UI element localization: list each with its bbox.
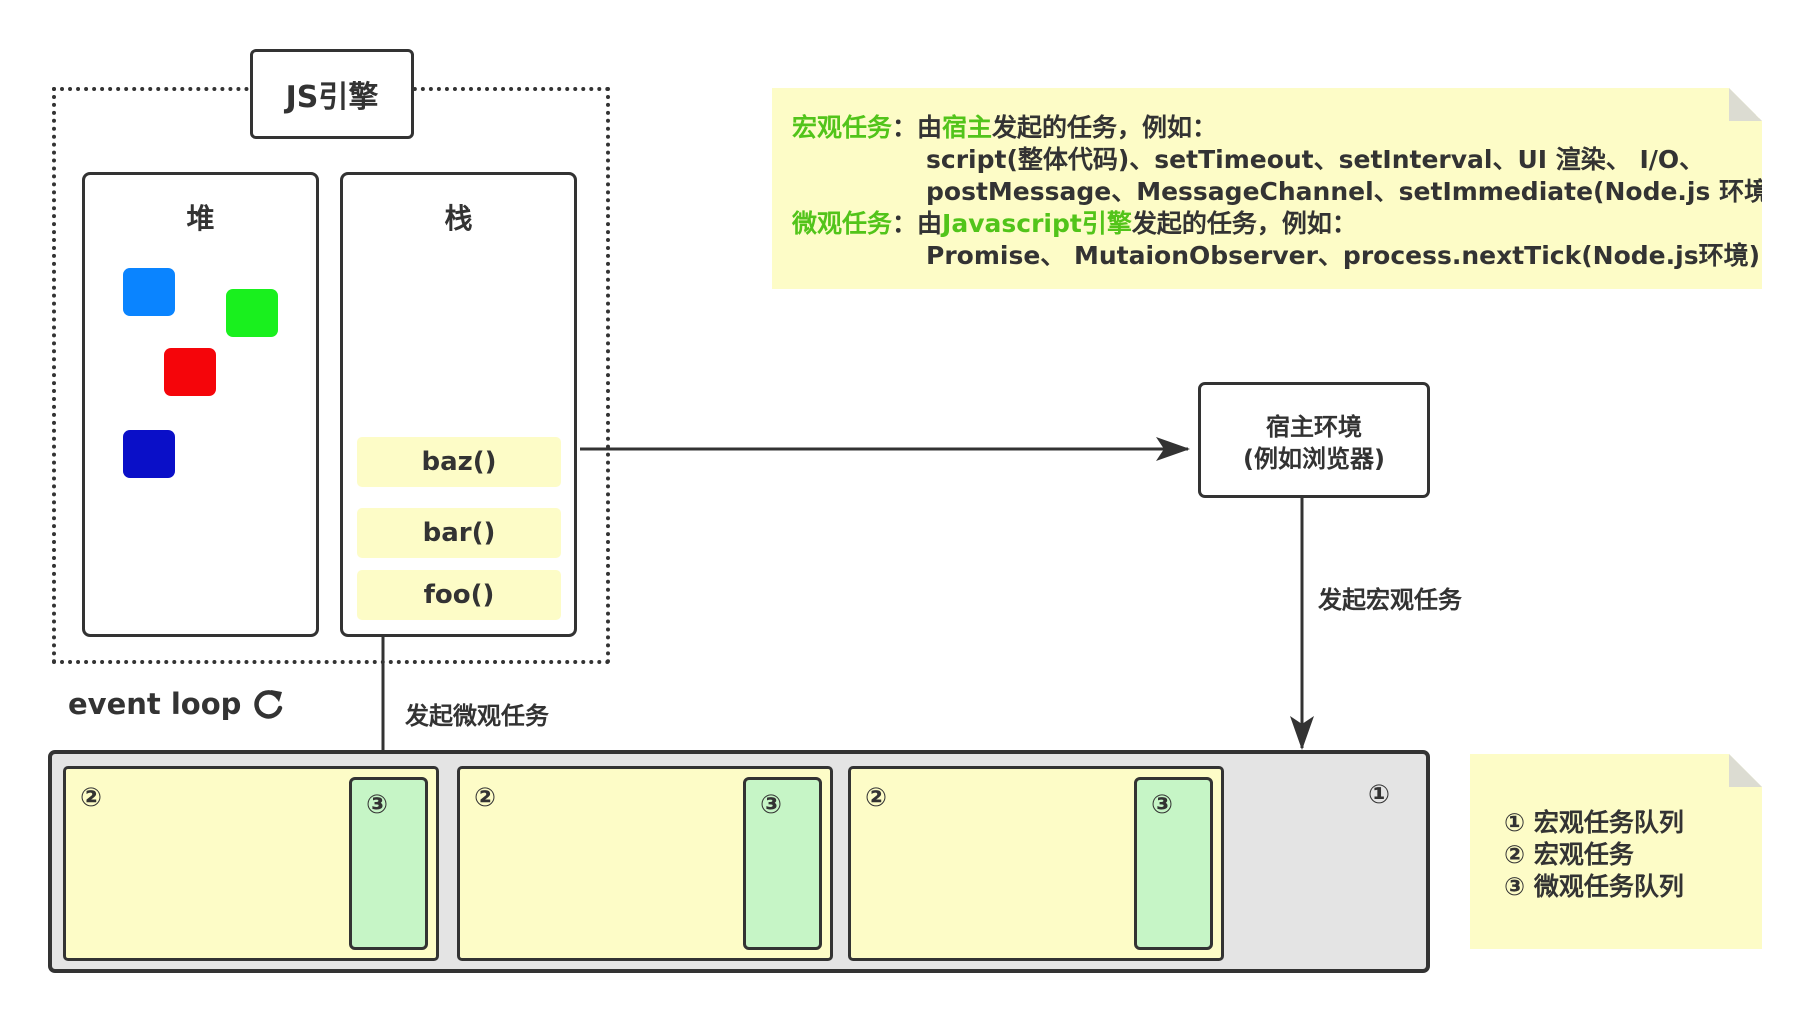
event-loop-label: event loop [68,686,287,722]
macro-task-arrow-label: 发起宏观任务 [1318,586,1462,614]
macro-task-marker: ② [865,783,888,813]
micro-task-arrow-label: 发起微观任务 [405,702,549,730]
micro-task-queue-1: ③ [349,777,428,950]
macro-task-marker: ② [80,783,103,813]
stack-title: 栈 [444,202,473,235]
micro-task-queue-2: ③ [743,777,822,950]
legend-note: ① 宏观任务队列 ② 宏观任务 ③ 微观任务队列 [1470,754,1762,949]
legend-item-macro-queue: ① 宏观任务队列 [1504,808,1684,837]
queue-marker: ① [1368,780,1391,810]
heap-panel: 堆 [82,172,319,637]
macro-colon: ：由 [892,113,943,142]
micro-task-heading: 微观任务 [792,209,893,238]
host-title: 宿主环境 [1266,413,1362,441]
macro-rest: 发起的任务，例如： [992,113,1218,142]
stack-frame-bar: bar() [357,508,561,558]
macro-task-marker: ② [474,783,497,813]
refresh-icon [254,690,283,719]
micro-rest: 发起的任务，例如： [1131,209,1357,238]
engine-highlight: Javascript引擎 [942,209,1132,238]
host-environment-box: 宿主环境 (例如浏览器) [1198,382,1430,498]
macro-task-2: ② ③ [457,766,833,961]
macro-task-examples-1: script(整体代码)、setTimeout、setInterval、UI 渲… [926,145,1705,174]
micro-queue-marker: ③ [1151,790,1174,820]
stack-frame-foo: foo() [357,570,561,620]
legend-item-micro-queue: ③ 微观任务队列 [1504,872,1684,901]
heap-title: 堆 [186,202,215,235]
host-subtitle: (例如浏览器) [1243,445,1385,473]
task-description-note: 宏观任务：由宿主发起的任务，例如： script(整体代码)、setTimeou… [772,88,1762,289]
micro-colon: ：由 [892,209,943,238]
micro-queue-marker: ③ [760,790,783,820]
macro-task-1: ② ③ [63,766,439,961]
macro-task-definition: 宏观任务：由宿主发起的任务，例如： [792,115,1217,140]
host-highlight: 宿主 [942,113,993,142]
heap-object-red [164,348,216,396]
macro-task-heading: 宏观任务 [792,113,893,142]
event-loop-text: event loop [68,687,242,721]
stack-panel: 栈 baz() bar() foo() [340,172,577,637]
heap-object-green [226,289,278,337]
stack-frame-baz: baz() [357,437,561,487]
micro-task-examples: Promise、 MutaionObserver、process.nextTic… [926,241,1760,270]
heap-object-dark-blue [123,430,175,478]
js-engine-title: JS引擎 [250,49,414,139]
macro-task-3: ② ③ [848,766,1224,961]
macro-task-queue: ② ③ ② ③ ② ③ ① [48,750,1430,973]
micro-queue-marker: ③ [366,790,389,820]
macro-task-examples-2: postMessage、MessageChannel、setImmediate(… [926,177,1781,206]
legend-item-macro-task: ② 宏观任务 [1504,840,1634,869]
micro-task-queue-3: ③ [1134,777,1213,950]
heap-object-light-blue [123,268,175,316]
micro-task-definition: 微观任务：由Javascript引擎发起的任务，例如： [792,211,1357,236]
